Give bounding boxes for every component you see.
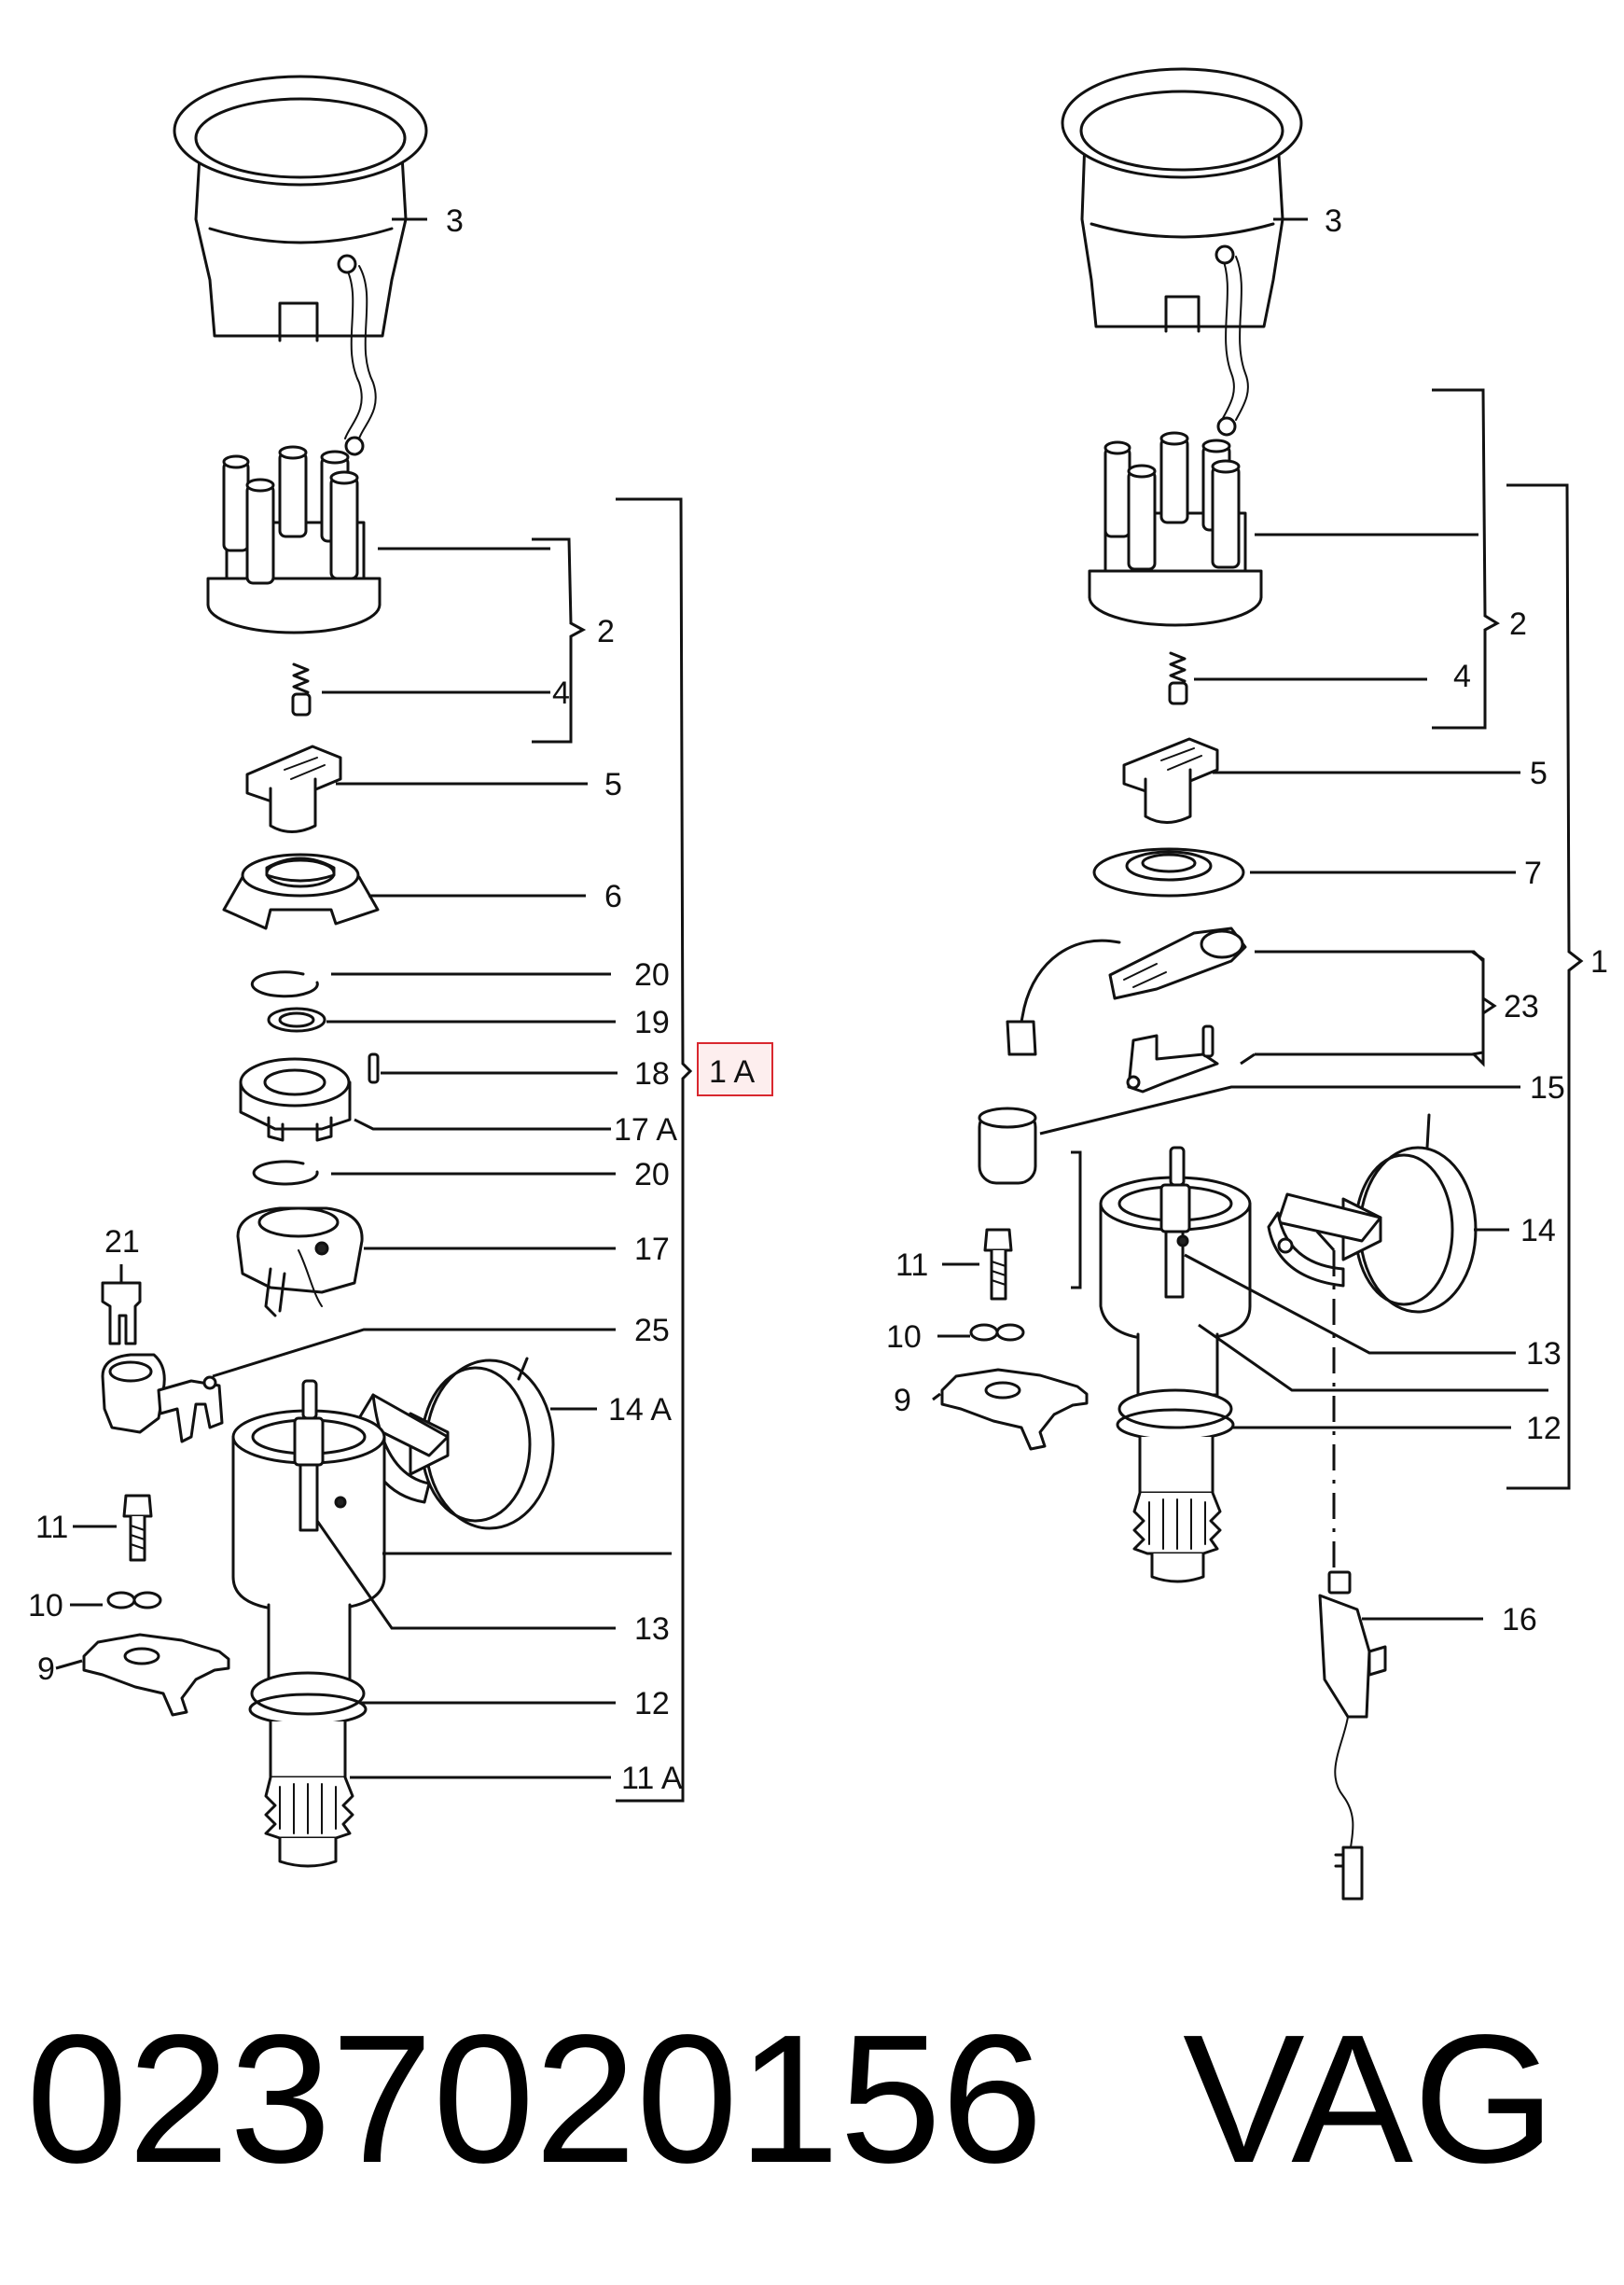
left-trigger-housing	[239, 1057, 352, 1142]
label-left-6: 6	[604, 879, 622, 914]
left-hall-sender	[236, 1206, 364, 1317]
label-left-20-lower: 20	[634, 1157, 670, 1192]
right-bolt	[983, 1228, 1013, 1301]
label-left-1a: 1 A	[709, 1054, 755, 1090]
label-right-23: 23	[1504, 989, 1539, 1024]
left-dust-shield	[222, 853, 380, 930]
right-carbon-brush	[1168, 651, 1188, 705]
left-distributor-cap	[206, 445, 382, 634]
label-left-5: 5	[604, 767, 622, 802]
right-rotor	[1122, 737, 1219, 824]
label-right-14: 14	[1520, 1213, 1556, 1248]
label-left-10: 10	[28, 1588, 63, 1623]
left-carbon-brush	[291, 662, 312, 717]
label-right-4: 4	[1453, 659, 1471, 694]
label-right-12: 12	[1526, 1411, 1562, 1446]
label-left-12: 12	[634, 1686, 670, 1721]
left-clamp	[82, 1633, 230, 1717]
label-right-3: 3	[1325, 203, 1342, 239]
left-distributor-housing	[231, 1379, 386, 1868]
label-left-18: 18	[634, 1056, 670, 1092]
label-right-9: 9	[894, 1383, 911, 1418]
label-right-13: 13	[1526, 1336, 1562, 1372]
right-capsule	[978, 1107, 1037, 1185]
label-left-11: 11	[35, 1510, 68, 1545]
left-vacuum-unit	[357, 1357, 555, 1530]
label-right-15: 15	[1530, 1070, 1565, 1106]
right-distributor-cap	[1088, 431, 1263, 627]
right-sensor	[1318, 1570, 1387, 1901]
label-right-10: 10	[886, 1319, 922, 1355]
left-circlip-upper	[250, 970, 319, 998]
label-left-21: 21	[104, 1224, 140, 1260]
right-shield	[1092, 847, 1245, 898]
left-pin	[368, 1052, 380, 1084]
label-right-11: 11	[895, 1247, 928, 1283]
left-rotor	[245, 745, 342, 833]
label-left-17: 17	[634, 1232, 670, 1267]
left-connector-holder	[101, 1353, 224, 1443]
left-bolt	[122, 1494, 153, 1562]
brand-name: VAG	[1183, 1997, 1556, 2201]
leader-lines	[55, 217, 1584, 1803]
label-right-7: 7	[1524, 856, 1542, 891]
right-clamp	[940, 1368, 1089, 1451]
left-spring-washer	[106, 1591, 162, 1609]
label-right-16: 16	[1502, 1602, 1537, 1637]
left-dust-cap	[173, 75, 428, 456]
left-distributor-drawing	[82, 75, 555, 1868]
right-trigger-assembly	[1006, 927, 1247, 1094]
right-distributor-housing	[1099, 1146, 1252, 1583]
label-left-13: 13	[634, 1611, 670, 1647]
right-distributor-drawing	[940, 67, 1478, 1901]
part-number: 0237020156	[26, 1997, 1044, 2201]
label-left-3: 3	[446, 203, 464, 239]
right-spring-washer	[969, 1323, 1025, 1342]
left-thrust-washer	[267, 1007, 326, 1033]
label-left-25: 25	[634, 1313, 670, 1348]
label-right-1: 1	[1590, 944, 1608, 980]
label-left-9: 9	[37, 1651, 55, 1687]
label-right-2: 2	[1509, 606, 1527, 642]
label-left-11a: 11 A	[621, 1761, 683, 1796]
label-left-20-upper: 20	[634, 957, 670, 993]
left-connector-plug	[101, 1281, 142, 1345]
label-left-17a: 17 A	[614, 1112, 677, 1148]
label-left-2: 2	[597, 614, 615, 649]
right-dust-cap	[1061, 67, 1303, 437]
label-left-14a: 14 A	[608, 1392, 672, 1428]
callout-labels: 3 2 4 5 6 20 19 18 17 A 20 17 21 25 14 A…	[28, 203, 1608, 1796]
highlight-1a-box	[697, 1042, 773, 1096]
left-circlip-lower	[252, 1160, 319, 1186]
label-left-19: 19	[634, 1005, 670, 1040]
label-right-5: 5	[1530, 756, 1548, 791]
label-left-4: 4	[552, 676, 570, 711]
right-vacuum-unit	[1267, 1113, 1478, 1314]
